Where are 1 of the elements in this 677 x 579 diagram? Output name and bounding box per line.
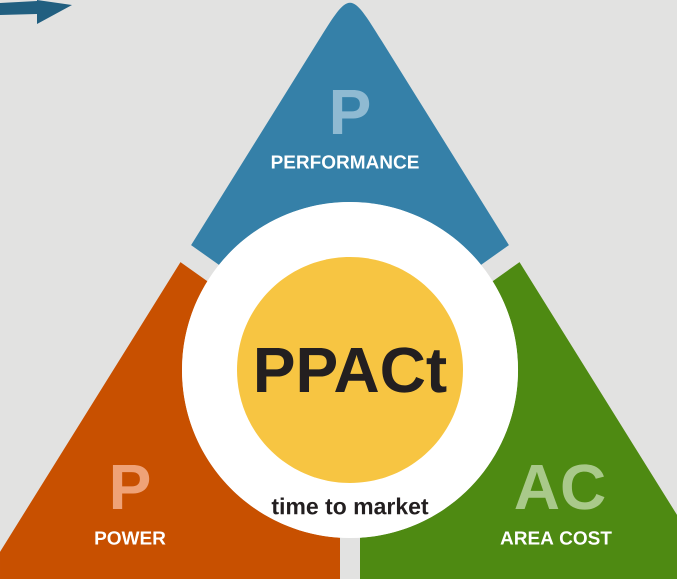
triangle-segment: P PERFORMANCE <box>191 2 509 265</box>
